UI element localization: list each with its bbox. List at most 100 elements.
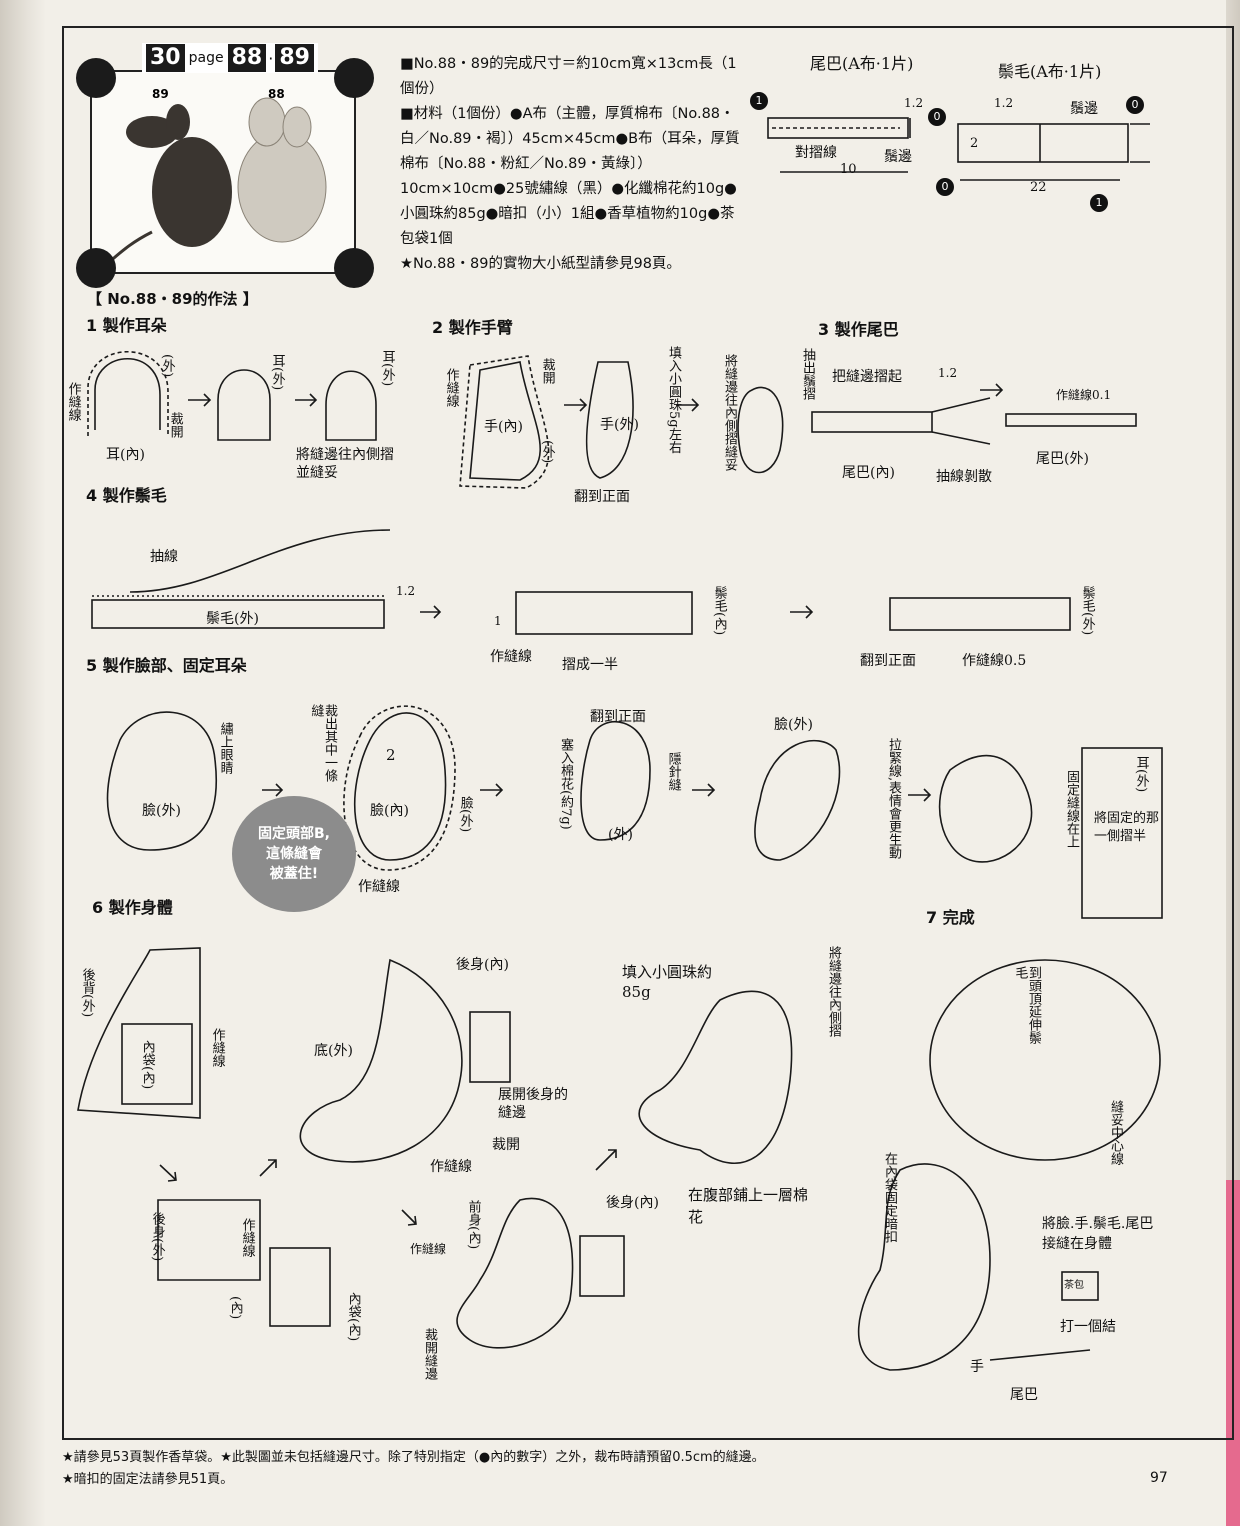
tail-out-label: 尾巴(外) (1036, 451, 1089, 467)
arm-fill-label: 填入小圓珠5g左右 (666, 346, 681, 454)
mane-out2-label: 鬃毛(外) (1079, 586, 1095, 636)
mane-half-label: 摺成一半 (562, 657, 618, 673)
body-open-label: 展開後身的縫邊 (498, 1087, 568, 1121)
face-two-label: 2 (386, 746, 396, 764)
body-cut-label: 裁開 (492, 1137, 520, 1153)
page-number: 97 (1150, 1470, 1168, 1486)
note-circle-line-1: 固定頭部B, (258, 826, 330, 842)
body-back-in2-label: 後身(內) (606, 1195, 659, 1211)
spec-size: ■No.88・89的完成尺寸＝約10cm寬×13cm長（1個份） (400, 56, 737, 97)
body-cut-edge-label: 裁開縫邊 (422, 1328, 437, 1380)
ear-fold-note: 將縫邊往內側摺並縫妥 (296, 447, 394, 481)
mane-pull-label: 抽線 (150, 549, 178, 565)
arm-out-label: (外) (539, 440, 555, 464)
tail-title: 尾巴(A布·1片) (810, 54, 914, 73)
step-3-title: 3 製作尾巴 (818, 320, 899, 339)
face-turn-label: 翻到正面 (590, 709, 646, 725)
tail-in-label: 尾巴(內) (842, 465, 895, 481)
dim-1-2-b: 1.2 (994, 96, 1014, 110)
whisker-edge-label-2: 鬚邊 (1070, 101, 1098, 117)
body-back-out-label: 後背(外) (79, 968, 95, 1018)
arm-out2-label: 手(外) (600, 417, 639, 433)
face-out-label: 臉(外) (142, 803, 181, 819)
arm-cut-label: 裁開 (539, 358, 555, 384)
dim-10: 10 (840, 162, 857, 177)
body-sewline2-label: 作縫線 (430, 1159, 472, 1175)
finish-tail-label: 尾巴 (1010, 1387, 1038, 1403)
body-pocket-label: 內袋(內) (139, 1040, 155, 1090)
mane-1-2: 1.2 (396, 584, 416, 598)
face-cut-label: 裁出其中一條縫 (308, 704, 337, 782)
ear-fix-label: 固定縫線在上 (1064, 770, 1079, 848)
note-circle: 固定頭部B, 這條縫會 被蓋住! (232, 796, 356, 912)
dim-22: 22 (1030, 180, 1047, 195)
circle-num-1: 1 (750, 92, 768, 110)
arm-fold-label: 將縫邊往內側摺縫妥 (722, 354, 737, 471)
step-7-title: 7 完成 (926, 908, 975, 927)
step-1-title: 1 製作耳朵 (86, 316, 167, 335)
arm-sewline-label: 作縫線 (443, 368, 459, 407)
corner-dot (334, 248, 374, 288)
badge-page-b: 89 (275, 44, 314, 72)
circle-num-0: 0 (928, 108, 946, 126)
finish-tea-label: 茶包 (1064, 1280, 1084, 1291)
body-sewline3-label: 作縫線 (239, 1218, 255, 1257)
whisker-edge-label: 鬚邊 (884, 149, 912, 165)
finish-knot-label: 打一個結 (1060, 1319, 1116, 1335)
corner-dot (334, 58, 374, 98)
ear-fix-out-label: 耳(外) (1133, 756, 1149, 793)
finish-pocket-label: 在內袋固定暗扣 (882, 1152, 897, 1243)
step-4-title: 4 製作鬃毛 (86, 486, 167, 505)
tail-sew-label: 作縫線0.1 (1056, 388, 1112, 402)
tail-fold-label: 把縫邊摺起 (832, 369, 902, 385)
book-spine-shadow (0, 0, 46, 1526)
finish-mane-label: 到頭頂延伸鬃毛 (1012, 966, 1041, 1044)
mane-turn-label: 翻到正面 (860, 653, 916, 669)
finish-hand-label: 手 (970, 1359, 984, 1375)
mice-photo-illustration: 89 88 (101, 87, 327, 269)
face-out2-label: 臉(外) (457, 796, 473, 833)
ear-fix-note: 將固定的那一側摺半 (1094, 811, 1160, 844)
face-eyes-label: 繡上眼睛 (217, 722, 233, 774)
face-out3-label: (外) (608, 827, 633, 843)
mane-title: 鬃毛(A布·1片) (998, 62, 1102, 81)
body-sewline4-label: 作縫線 (410, 1242, 447, 1256)
body-back-in-label: 後身(內) (456, 957, 509, 973)
face-out4-label: 臉(外) (774, 717, 813, 733)
mane-in-label: 鬃毛(內) (711, 586, 727, 636)
page-badge: 30 page 88 · 89 (142, 43, 318, 73)
circle-num-0b: 0 (936, 178, 954, 196)
body-bottom-label: 底(外) (314, 1043, 353, 1059)
ear-out3-label: 耳(外) (379, 350, 395, 387)
corner-dot (76, 58, 116, 98)
body-in-label: (內) (227, 1296, 243, 1320)
ear-sewline-label: 作縫線 (65, 382, 81, 421)
body-fold-label: 將縫邊往內側摺 (826, 946, 841, 1037)
body-back-out2-label: 後身(外) (149, 1212, 165, 1262)
corner-dot (76, 248, 116, 288)
mane-1: 1 (494, 614, 502, 628)
page-border (62, 26, 1234, 1440)
dim-1-2-a: 1.2 (904, 96, 924, 110)
face-in-label: 臉(內) (370, 803, 409, 819)
footnote-1: ★請參見53頁製作香草袋。★此製圖並未包括縫邊尺寸。除了特別指定（●內的數字）之… (62, 1450, 765, 1465)
step-5-title: 5 製作臉部、固定耳朵 (86, 656, 247, 675)
ear-cut-label: 裁開 (167, 412, 183, 438)
tail-pull-label: 抽出鬚摺 (800, 348, 815, 400)
note-circle-line-3: 被蓋住! (269, 866, 319, 882)
badge-page-a: 88 (227, 44, 267, 72)
dim-2: 2 (970, 136, 979, 151)
step-6-title: 6 製作身體 (92, 898, 173, 917)
footnote-2: ★暗扣的固定法請參見51頁。 (62, 1472, 234, 1487)
arm-turn-label: 翻到正面 (574, 489, 630, 505)
ear-out2-label: 耳(外) (269, 354, 285, 391)
badge-number: 30 (146, 44, 185, 72)
spec-materials: ■材料（1個份）●A布（主體，厚質棉布〔No.88・白／No.89・褐〕）45c… (400, 106, 740, 247)
arm-in-label: 手(內) (484, 419, 523, 435)
face-pull-label: 拉緊線,表情會更生動 (886, 738, 901, 860)
method-title: 【 No.88・89的作法 】 (87, 290, 258, 308)
body-fill-label: 填入小圓珠約85g (622, 963, 713, 1001)
spec-block: ■No.88・89的完成尺寸＝約10cm寬×13cm長（1個份） ■材料（1個份… (400, 52, 745, 277)
note-circle-line-2: 這條縫會 (266, 846, 322, 862)
